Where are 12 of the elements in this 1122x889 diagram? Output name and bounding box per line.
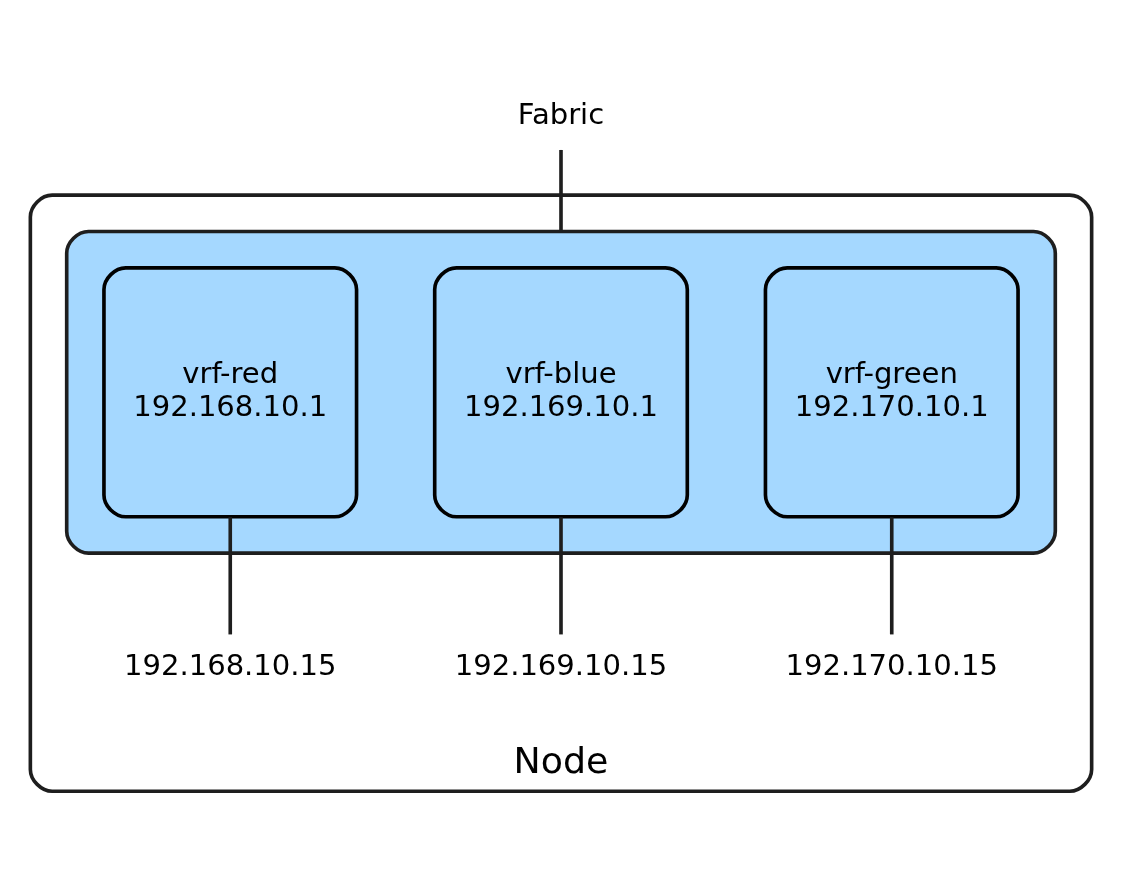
node-text: 192.170.10.15 (785, 647, 999, 682)
node-box: vrf-green 192.170.10.1 (763, 265, 1020, 519)
cluster (64, 229, 1058, 555)
connector (559, 149, 563, 231)
node-text: Fabric (517, 96, 605, 131)
node-text: 192.168.10.15 (123, 647, 337, 682)
connector (559, 516, 563, 634)
node-box: vrf-red 192.168.10.1 (102, 265, 359, 519)
node-text: 192.169.10.15 (454, 647, 668, 682)
connector (889, 516, 894, 634)
connector (228, 516, 233, 634)
node-box: vrf-blue 192.169.10.1 (432, 265, 690, 519)
